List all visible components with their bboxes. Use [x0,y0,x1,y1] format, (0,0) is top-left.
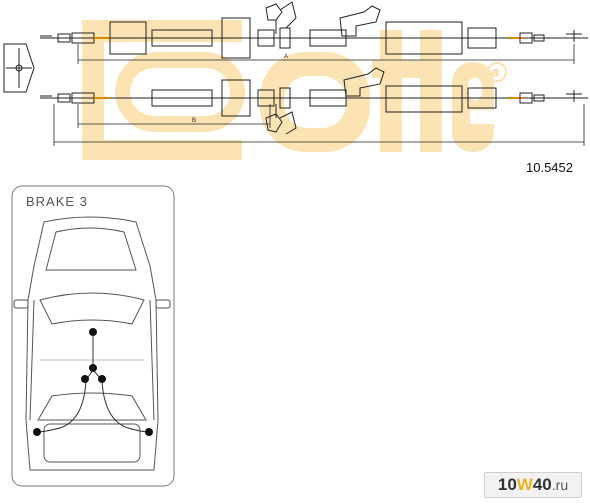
dimension-label-b: B [192,118,196,124]
cofle-logo-cutouts [130,68,494,128]
lower-cable [40,79,588,117]
brake-points [33,328,153,436]
brake-panel-frame [11,185,175,487]
bracket-end-view [3,43,35,93]
watermark-prefix: 10 [497,475,517,494]
lower-dimension [53,104,585,146]
lower-hook-bracket [343,67,385,97]
upper-hook-bracket [339,5,381,37]
dimension-label-a: A [284,54,288,60]
brake-cable-routing [36,332,150,433]
lower-clip-bracket [265,104,297,135]
upper-cable [40,17,588,59]
watermark-mid: 40 [532,475,552,494]
upper-clip-bracket [265,1,297,34]
part-number: 10.5452 [526,160,573,175]
car-top-view [13,216,171,471]
upper-dimension [77,44,575,64]
watermark-suffix: .ru [551,477,569,493]
registered-mark: ® [492,68,500,79]
watermark-w: W [516,475,533,494]
brake-panel-title: BRAKE 3 [26,194,88,209]
